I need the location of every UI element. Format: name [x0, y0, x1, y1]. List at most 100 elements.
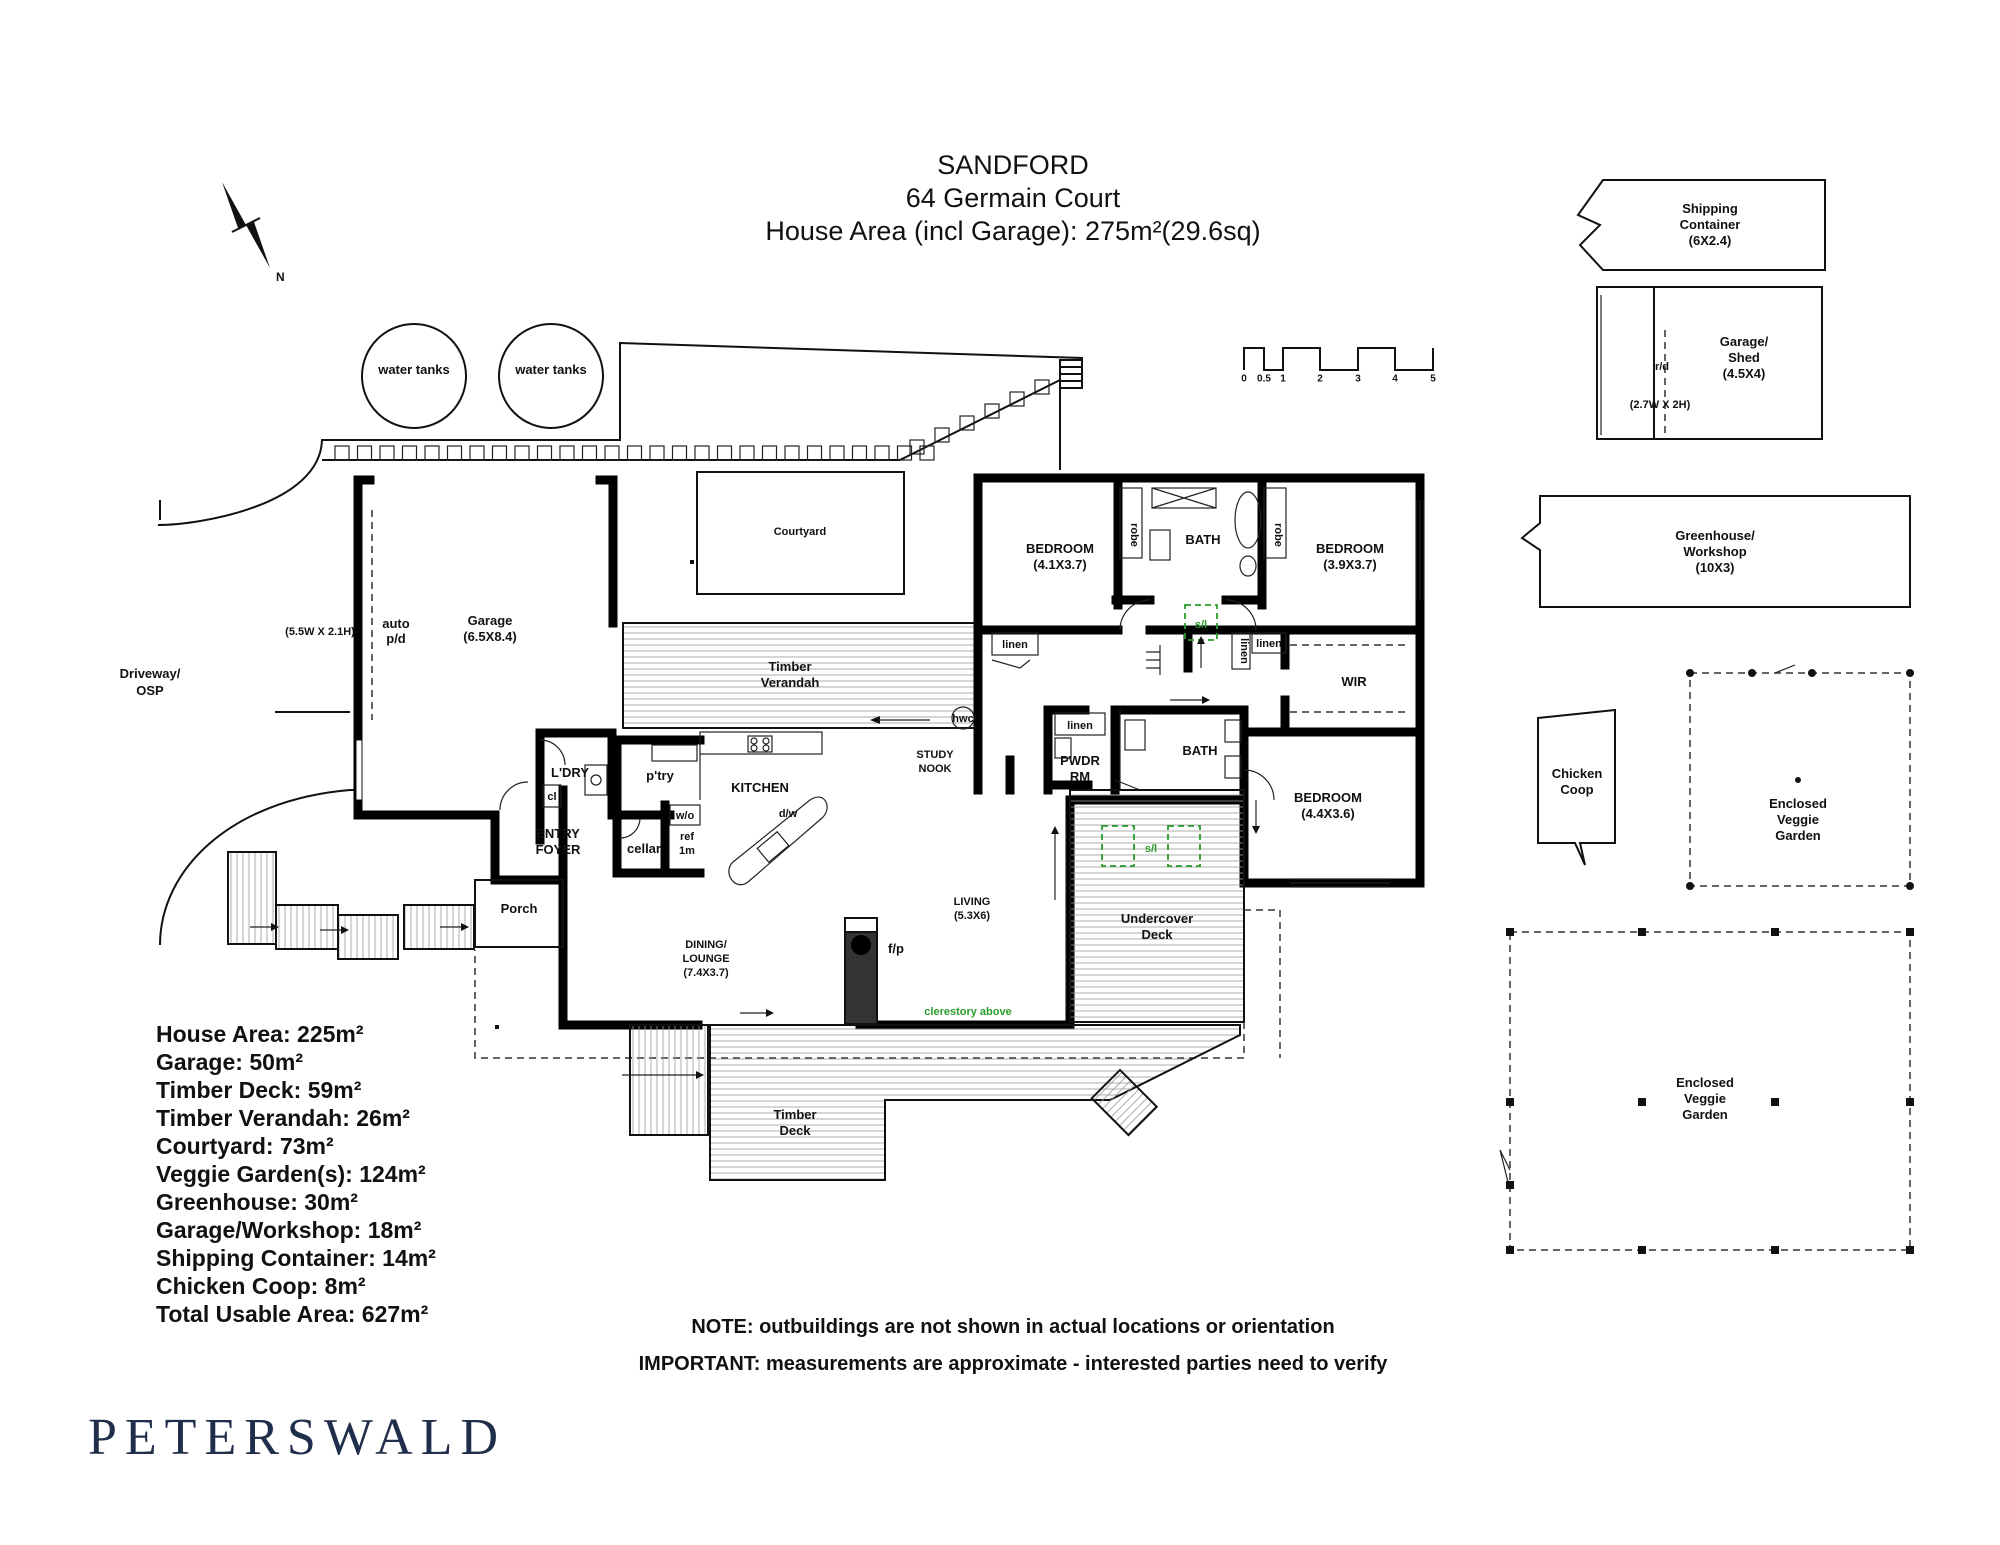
- note-outbuildings: NOTE: outbuildings are not shown in actu…: [691, 1316, 1334, 1338]
- chicken-coop: Chicken Coop: [1537, 708, 1616, 866]
- garage-door-size: (5.5W X 2.1H): [285, 626, 355, 638]
- stepping-stone: [1009, 391, 1025, 407]
- dining-size: (7.4X3.7): [683, 967, 729, 979]
- driveway-label: Driveway/: [120, 666, 181, 681]
- bedroom-2-label: BEDROOM: [1316, 541, 1384, 556]
- timber-deck: Timber Deck: [622, 1024, 1241, 1181]
- area-item: House Area: 225m²: [156, 1021, 364, 1047]
- area-item: Garage/Workshop: 18m²: [156, 1217, 422, 1243]
- fence-post: [1906, 1246, 1914, 1254]
- ref-label: 1m: [679, 845, 695, 857]
- shipping-label: Shipping: [1682, 201, 1738, 216]
- stepping-stone: [716, 445, 733, 461]
- area-item: Shipping Container: 14m²: [156, 1245, 436, 1271]
- area-item: Greenhouse: 30m²: [156, 1189, 358, 1215]
- dishwasher-label: d/w: [779, 808, 798, 820]
- area-item: Chicken Coop: 8m²: [156, 1273, 366, 1299]
- fence-post: [1771, 1098, 1779, 1106]
- shipping-size: (6X2.4): [1689, 233, 1732, 248]
- porch-label: Porch: [501, 901, 538, 916]
- area-item: Timber Deck: 59m²: [156, 1077, 362, 1103]
- bedroom-2-size: (3.9X3.7): [1323, 557, 1376, 572]
- shed-size: (4.5X4): [1723, 366, 1766, 381]
- wir-label: WIR: [1341, 674, 1367, 689]
- north-arrow-icon: N: [222, 182, 285, 284]
- scale-tick: 5: [1430, 373, 1436, 384]
- stepping-stone: [874, 445, 890, 461]
- scale-tick: 0: [1241, 373, 1247, 384]
- stepping-stones-edge: [322, 379, 1061, 461]
- linen-label: linen: [1002, 639, 1028, 651]
- greenhouse-label: Greenhouse/: [1675, 528, 1755, 543]
- stepping-stone: [379, 445, 395, 461]
- scale-bar: 0 0.5 1 2 3 4 5: [1241, 347, 1436, 384]
- header-address: 64 Germain Court: [906, 183, 1121, 213]
- stepping-stone: [1034, 379, 1050, 395]
- study-nook-label: STUDY: [916, 749, 954, 761]
- fence-post: [1638, 1098, 1646, 1106]
- fireplace-label: f/p: [888, 941, 904, 956]
- garage-door-label: p/d: [386, 631, 406, 646]
- stepping-stone: [909, 439, 925, 455]
- fence-post: [1906, 1098, 1914, 1106]
- fence-post: [1638, 1246, 1646, 1254]
- veggie-garden-label: Garden: [1682, 1107, 1728, 1122]
- fence-post: [1638, 928, 1646, 936]
- garage-shed: Garage/ Shed (4.5X4) r/d (2.7W X 2H): [1596, 286, 1823, 440]
- bath-2-label: BATH: [1182, 743, 1217, 758]
- veggie-garden-label: Enclosed: [1769, 796, 1827, 811]
- veggie-garden-1: Enclosed Veggie Garden: [1686, 664, 1914, 890]
- stepping-stone: [356, 445, 373, 461]
- stepping-stone: [671, 445, 688, 461]
- living-label: LIVING: [954, 896, 991, 908]
- stepping-stone: [896, 445, 913, 461]
- greenhouse-size: (10X3): [1695, 560, 1734, 575]
- scale-tick: 2: [1317, 373, 1323, 384]
- water-tanks: water tanks water tanks: [361, 323, 604, 429]
- shed-label: Shed: [1728, 350, 1760, 365]
- courtyard-label: Courtyard: [774, 526, 827, 538]
- stepping-stone: [469, 445, 485, 461]
- area-item: Total Usable Area: 627m²: [156, 1301, 429, 1327]
- cellar-label: cellar: [627, 841, 661, 856]
- dining-label: LOUNGE: [682, 953, 729, 965]
- fence-post: [1506, 928, 1514, 936]
- garage-label: Garage: [468, 613, 513, 628]
- driveway-curve: [159, 789, 360, 946]
- stepping-stone: [424, 445, 440, 461]
- shipping-container: Shipping Container (6X2.4): [1576, 179, 1826, 271]
- linen-label: linen: [1238, 638, 1250, 664]
- powder-room-label: RM: [1070, 769, 1090, 784]
- scale-tick: 4: [1392, 373, 1398, 384]
- stepping-stone: [851, 445, 868, 461]
- brand-logo: PETERSWALD: [88, 1409, 506, 1466]
- linen-label: linen: [1256, 638, 1282, 650]
- fence-post: [1506, 1246, 1514, 1254]
- skylight-label: s/l: [1145, 843, 1157, 855]
- entry-foyer-label: ENTRY: [536, 826, 580, 841]
- area-item: Garage: 50m²: [156, 1049, 303, 1075]
- greenhouse-label: Workshop: [1683, 544, 1746, 559]
- coop-label: Chicken: [1552, 766, 1603, 781]
- stepping-stone: [984, 403, 1000, 419]
- stepping-stone: [959, 415, 975, 431]
- study-nook-label: NOOK: [919, 763, 952, 775]
- fence-post: [1506, 1181, 1514, 1189]
- entry-foyer-label: FOYER: [536, 842, 581, 857]
- timber-deck-label: Timber: [773, 1107, 816, 1122]
- shed-label: Garage/: [1720, 334, 1769, 349]
- living-size: (5.3X6): [954, 910, 990, 922]
- ref-label: ref: [680, 831, 694, 843]
- bedroom-1-label: BEDROOM: [1026, 541, 1094, 556]
- garage: (5.5W X 2.1H) auto p/d Garage (6.5X8.4): [285, 475, 618, 820]
- kitchen-island: [728, 796, 828, 886]
- kitchen-label: KITCHEN: [731, 780, 789, 795]
- stepping-stone: [514, 445, 530, 461]
- stepping-stone: [694, 445, 710, 461]
- veggie-garden-label: Garden: [1775, 828, 1821, 843]
- fence-post: [1771, 1246, 1779, 1254]
- water-tank-label: water tanks: [377, 362, 450, 377]
- veggie-garden-label: Veggie: [1777, 812, 1819, 827]
- bedroom-3-size: (4.4X3.6): [1301, 806, 1354, 821]
